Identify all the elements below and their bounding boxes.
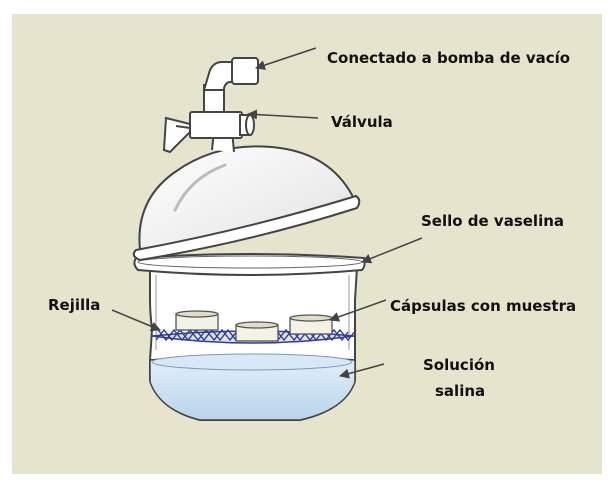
- capsule-1: [175, 310, 219, 331]
- label-saline-line2: salina: [435, 382, 486, 400]
- arrow-saline: [339, 363, 385, 379]
- label-saline-line1: Solución: [423, 356, 495, 374]
- label-vacuum-pump: Conectado a bomba de vacío: [327, 49, 571, 67]
- label-valve: Válvula: [331, 113, 393, 131]
- leader-lines: [111, 47, 423, 379]
- arrow-capsules: [329, 299, 387, 322]
- arrow-vacuum-pump: [255, 47, 317, 70]
- label-grid: Rejilla: [48, 296, 101, 314]
- label-sample-capsules: Cápsulas con muestra: [390, 297, 577, 315]
- arrow-vaseline-seal: [361, 237, 423, 264]
- capsule-3: [289, 314, 333, 335]
- label-vaseline-seal: Sello de vaselina: [421, 212, 565, 230]
- arrow-grid: [111, 309, 161, 332]
- saline-solution: [149, 353, 356, 421]
- arrow-valve: [247, 109, 319, 120]
- capsule-2: [235, 321, 279, 342]
- valve-assembly: [162, 57, 259, 154]
- desiccator-lid: [132, 129, 361, 262]
- sample-capsules: [175, 310, 333, 342]
